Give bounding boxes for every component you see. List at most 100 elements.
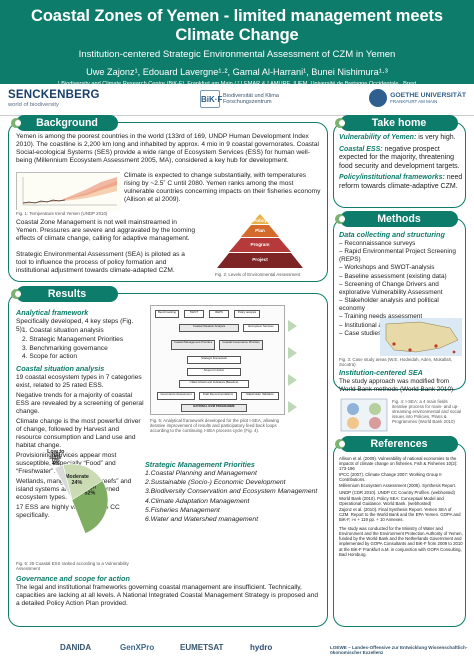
reference-item: Allison et al. (2009). Vulnerability of … <box>339 456 458 472</box>
governance-text: The legal and institutional frameworks g… <box>16 584 319 607</box>
analytical-steps: 1. Coastal situation analysis 2. Strateg… <box>22 327 142 362</box>
references-note: The study was conducted for the Ministry… <box>339 526 463 557</box>
pyramid-plan: Plan <box>255 228 265 233</box>
flow-box: I-SEA Criteria and Indicators (Baseline) <box>179 380 249 388</box>
references-panel <box>333 443 466 627</box>
strategic-priorities-title: Strategic Management Priorities <box>145 460 255 469</box>
methods-item: – Baseline assessment (existing data) <box>339 272 447 280</box>
methods-item: – Stakeholder analysis and political eco… <box>339 297 439 312</box>
flow-box: Policy analysis <box>234 310 260 318</box>
fig4-caption: Fig. 4: I-SEA: a 4 main fields iterative… <box>392 399 462 424</box>
methods-item: – Workshops and SWOT-analysis <box>339 264 435 272</box>
inst-sea-text: The study approach was modified from Wor… <box>339 378 455 393</box>
footer-logos: DANIDA GenXPro EUMETSAT hydro LOEWE – La… <box>0 631 474 670</box>
temperature-trend-figure <box>16 172 121 211</box>
pie-label: 4% <box>52 461 60 467</box>
flow-box: SWOT <box>184 310 204 318</box>
goethe-seal-icon <box>369 89 388 107</box>
flow-box: Coastal Management Priorities <box>171 340 215 350</box>
pie-label: 0% <box>52 458 60 464</box>
pie-label: 52% <box>85 491 96 497</box>
danida-logo: DANIDA <box>60 643 92 652</box>
methods-list: – Reconnaissance surveys – Rapid Environ… <box>339 240 463 338</box>
eumetsat-logo: EUMETSAT <box>180 643 224 652</box>
temperature-trend-chart <box>17 173 121 211</box>
take-home-panel <box>333 122 466 208</box>
priority-item: 4.Climate Adaptation Management <box>145 497 250 505</box>
pie-slice-nill <box>54 464 73 501</box>
step-item: 1. Coastal situation analysis <box>22 327 104 334</box>
environmental-assessment-pyramid: Policy Plan Program Project <box>205 210 315 272</box>
poster-title: Coastal Zones of Yemen - limited managem… <box>31 7 443 44</box>
fig5-caption: Fig. 5: Analytical framework developed f… <box>150 418 280 433</box>
priority-item: 5.Fisheries Management <box>145 506 220 514</box>
strategic-priorities-list: 1.Coastal Planning and Management 2.Sust… <box>145 470 325 525</box>
pie-label: Nill <box>52 452 61 458</box>
priority-item: 6.Water and Watershed management <box>145 516 259 524</box>
poster-subtitle: Institution-centered Strategic Environme… <box>78 49 396 60</box>
analytical-intro: Specifically developed, 4 key steps (Fig… <box>16 318 134 333</box>
flow-box: Coastal Situation Analysis <box>179 324 239 332</box>
background-sea-text: Strategic Environmental Assessment (SEA)… <box>16 251 185 274</box>
logo-strip: SENCKENBERG world of biodiversity BiK·F … <box>0 84 474 116</box>
methods-item: – Reconnaissance surveys <box>339 240 416 247</box>
priority-item: 3.Biodiversity Conservation and Ecosyste… <box>145 488 318 496</box>
pyramid-program: Program <box>250 242 270 247</box>
bikf-logo: BiK·F Biodiversität und Klima Forschungs… <box>200 90 293 108</box>
fig2-caption: Fig. 2: Levels of Environmental Assessme… <box>215 272 301 277</box>
background-intro: Yemen is among the poorest countries in … <box>16 133 320 164</box>
governance-title: Governance and scope for action <box>16 574 130 583</box>
take-home-list: Vulnerability of Yemen: is very high. Co… <box>339 134 463 192</box>
pie-label: 24% <box>72 480 83 486</box>
reference-item: World Bank (2010). Policy SEA: Conceptua… <box>339 495 444 506</box>
hydro-logo: hydro <box>250 643 273 652</box>
authors: Uwe Zajonz¹, Edouard Lavergne¹·², Gamal … <box>86 67 388 77</box>
reference-item: UNDP (CDR 2010). UNDP CC Country Profile… <box>339 489 455 495</box>
fig6-caption: Fig. 6: 25 Coastal ESS ranked according … <box>16 561 129 571</box>
flow-box: Scope for Action <box>187 368 241 376</box>
flow-box: Ecosystem Services <box>243 324 279 332</box>
background-climate-text: Climate is expected to change substantia… <box>124 172 321 203</box>
take-home-item: Vulnerability of Yemen: is very high. <box>339 134 456 141</box>
case-study-map <box>380 318 462 356</box>
step-item: 2. Strategic Management Priorities <box>22 335 124 343</box>
methods-subheading: Data collecting and structuring <box>339 230 445 239</box>
pie-label: little <box>50 455 61 461</box>
analytical-framework-title: Analytical framework <box>16 308 89 317</box>
reference-item: Zajonz et al. (2010). Final Synthesis Re… <box>339 506 461 523</box>
background-heading: Background <box>11 115 118 131</box>
flow-box: Strategic Framework <box>187 356 241 364</box>
methods-item: – Rapid Environmental Project Screening … <box>339 248 456 263</box>
pie-label: Moderate <box>65 474 89 480</box>
step-item: 4. Scope for action <box>22 353 77 361</box>
take-home-heading: Take home <box>335 115 458 131</box>
references-heading: References <box>335 436 458 452</box>
analytical-framework-flowchart: Benchmarking SWOT REPS Policy analysis C… <box>150 305 285 415</box>
priority-item: 1.Coastal Planning and Management <box>145 470 257 477</box>
priority-item: 2.Sustainable (Socio-) Economic Developm… <box>145 479 286 487</box>
reference-item: IPCC (2007). Climate Change 2007: Workin… <box>339 472 442 483</box>
flow-box: REPS <box>209 310 229 318</box>
pie-label: Low to <box>47 449 65 455</box>
flow-box: Coastal Governance Priorities <box>219 340 263 350</box>
fig1-caption: Fig. 1: Temperature trend Yemen (UNDP 20… <box>16 211 108 216</box>
step-arrow-2 <box>288 347 297 359</box>
flow-box: NATIONAL ICZM PROGRAMME <box>181 404 247 412</box>
results-heading: Results <box>11 286 118 302</box>
methods-item: – Case studies (Fig. 3) <box>339 329 404 337</box>
pyramid-project: Project <box>252 257 268 262</box>
step-arrow-3 <box>288 374 297 386</box>
flow-box: Draft Recommendations <box>199 392 237 400</box>
situation-analysis-title: Coastal situation analysis <box>16 364 105 373</box>
take-home-item: Coastal ESS: negative prospect expected … <box>339 145 460 170</box>
pyramid-policy: Policy <box>253 218 267 223</box>
step-item: 3. Benchmarking governance <box>22 344 108 352</box>
genxpro-logo: GenXPro <box>120 643 155 652</box>
reference-item: Millennium Ecosystem Assessment (2005). … <box>339 483 457 489</box>
fig3-caption: Fig. 3: Case study areas (W.E. Hodeidah,… <box>339 357 453 367</box>
step-arrow-1 <box>288 320 297 332</box>
goethe-university-logo: GOETHE UNIVERSITÄT FRANKFURT AM MAIN <box>369 89 466 107</box>
poster-header: Coastal Zones of Yemen - limited managem… <box>0 0 474 87</box>
background-czm-text: Coastal Zone Management is not well main… <box>16 219 195 242</box>
